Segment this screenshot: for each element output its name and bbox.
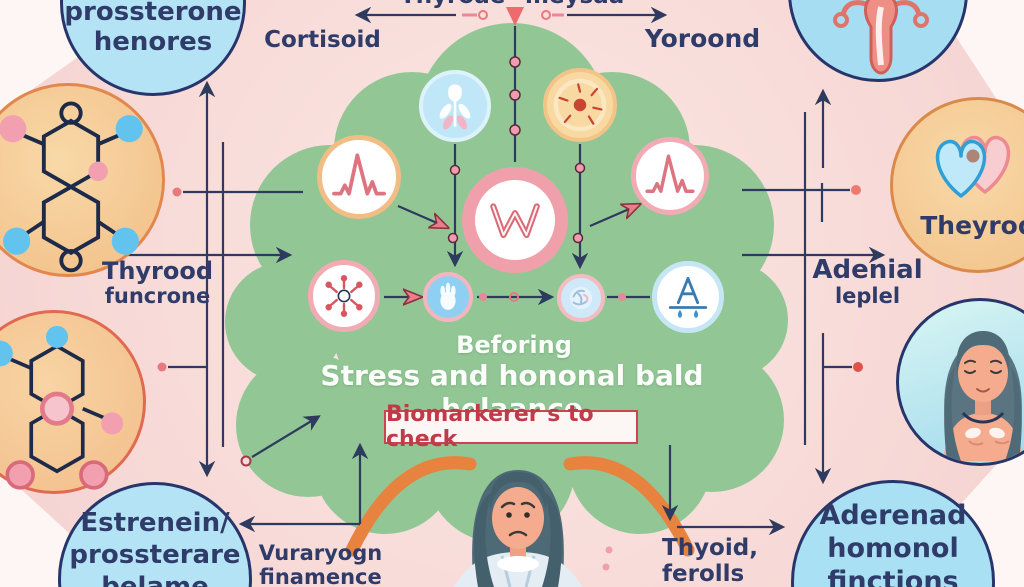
bubble-bottom-right-line1: Aderenad	[819, 500, 967, 531]
cortisoid-label: Cortisoid	[264, 27, 381, 53]
woman-portrait-icon	[943, 331, 1023, 461]
biomarkers-badge-text: Biomarkerer s to check	[386, 402, 594, 452]
hand-icon	[423, 272, 473, 322]
sun-icon	[543, 68, 617, 142]
ovarian-label: Vuraryogn finamence	[248, 541, 393, 587]
adrenal-level-label: Adenial leplel	[795, 255, 940, 309]
bubble-top-left-line1: prossterone	[64, 0, 242, 27]
bubble-woman-portrait	[896, 298, 1024, 466]
bubble-bottom-left-line1: Estrenein/	[80, 508, 230, 538]
thyroid-function-line2: funcrone	[104, 283, 211, 308]
balance-scale-icon	[652, 261, 724, 333]
bubble-bottom-left-line2: prossterare	[69, 540, 241, 570]
thyroid-levels-line2: ferolls	[662, 560, 745, 587]
clipped-label-top-right: meysaa	[525, 0, 624, 10]
ovarian-line1: Vuraryogn	[258, 541, 383, 565]
pulse-icon-right	[631, 137, 709, 215]
thyroid-function-label: Thyrood funcrone	[85, 258, 230, 308]
clipped-label-top-left: Thyroae	[400, 0, 505, 10]
cloud-subheading: Stress and hononal bald helaance	[320, 359, 704, 425]
thyroid-function-line1: Thyrood	[101, 257, 214, 285]
adrenal-level-line2: leplel	[834, 284, 901, 309]
bubble-uterus	[788, 0, 968, 82]
sad-woman-figure	[418, 440, 618, 587]
spoke-molecule-icon	[308, 260, 380, 332]
cloud-heading: Beforing	[456, 331, 572, 359]
yoroond-label: Yoroond	[644, 24, 761, 53]
bubble-bottom-right-line2: homonol	[827, 533, 959, 564]
molecule-structure-icon	[0, 101, 143, 273]
bubble-top-left-line2: henores	[93, 27, 213, 57]
biomarkers-badge: Biomarkerer s to check	[384, 402, 638, 452]
bubble-molecule-bottom	[0, 310, 146, 494]
bubble-molecule-top	[0, 83, 165, 277]
ovarian-line2: finamence	[259, 564, 382, 587]
uterus-icon	[791, 0, 965, 79]
bubble-bottom-right-line3: finctions	[827, 566, 959, 587]
w-wave-icon	[462, 167, 568, 273]
pulse-icon-left	[317, 135, 401, 219]
thyroid-levels-line1: Thyoid,	[662, 535, 758, 561]
dual-heart-icon	[935, 135, 1011, 198]
tulip-icon	[419, 70, 491, 142]
adrenal-level-line1: Adenial	[812, 255, 923, 285]
brain-icon	[557, 274, 605, 322]
bubble-thyroid-label: Theyrod	[920, 211, 1024, 240]
thyroid-levels-label: Thyoid, ferolls	[662, 535, 792, 587]
molecule-structure-icon	[0, 325, 124, 490]
bubble-bottom-left-line3: belame	[101, 572, 209, 587]
